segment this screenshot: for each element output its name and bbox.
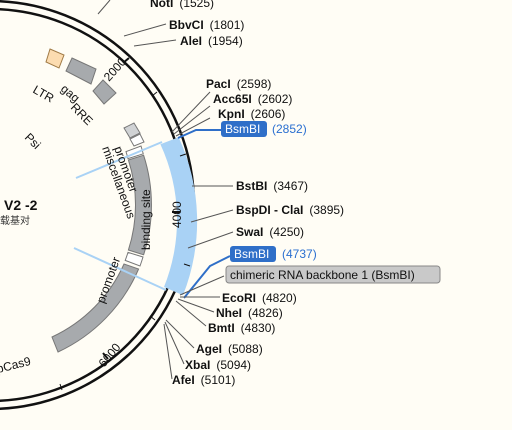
feature-small-marker-2[interactable] bbox=[129, 133, 145, 147]
tick-minor bbox=[179, 153, 187, 157]
connector-line bbox=[175, 300, 207, 327]
tick-mark-2000 bbox=[122, 57, 130, 64]
site-label-kpni[interactable]: KpnI(2606) bbox=[218, 107, 285, 121]
feature-box-label: chimeric RNA backbone 1 (BsmBI) bbox=[230, 268, 415, 282]
site-label-xbai[interactable]: XbaI(5094) bbox=[185, 358, 251, 372]
site-label-swai[interactable]: SwaI(4250) bbox=[236, 225, 304, 239]
tick-mark-6000 bbox=[102, 352, 109, 360]
selected-region-arc[interactable] bbox=[160, 137, 198, 296]
tick-minor bbox=[59, 383, 63, 391]
connector-line bbox=[171, 91, 211, 133]
plasmid-subtitle: 载基对 bbox=[0, 214, 30, 227]
connector-line bbox=[177, 298, 215, 313]
connector-line bbox=[175, 117, 211, 137]
feature-ltr-box[interactable] bbox=[45, 48, 65, 69]
site-label-ecori[interactable]: EcoRI(4820) bbox=[222, 291, 297, 305]
tick-label-4000: 4000 bbox=[170, 201, 184, 228]
site-label-bstbi[interactable]: BstBI(3467) bbox=[236, 179, 308, 193]
connector-line bbox=[123, 23, 167, 37]
feature-promoter-arc[interactable] bbox=[124, 251, 144, 267]
plasmid-title: V2 -2 bbox=[4, 197, 38, 213]
highlight-connector-1 bbox=[177, 129, 222, 139]
highlight-badge-1[interactable] bbox=[221, 121, 267, 137]
site-label-afei[interactable]: AfeI(5101) bbox=[172, 373, 235, 387]
highlight-pos-2: (4737) bbox=[282, 247, 317, 261]
site-label-bmti[interactable]: BmtI(4830) bbox=[208, 321, 275, 335]
feature-label-rre: RRE bbox=[68, 100, 96, 128]
tick-minor bbox=[183, 263, 191, 267]
tick-label-2000: 2000 bbox=[101, 55, 129, 84]
connector-line bbox=[164, 321, 185, 365]
feature-box-chimeric-rna[interactable] bbox=[225, 265, 441, 284]
feature-label-binding-site: binding site bbox=[139, 189, 153, 250]
region-guide-line bbox=[73, 247, 167, 291]
highlight-name-2: BsmBI bbox=[234, 247, 269, 261]
connector-line bbox=[133, 39, 177, 47]
site-label-agei[interactable]: AgeI(5088) bbox=[196, 342, 263, 356]
connector-line bbox=[190, 209, 234, 223]
site-label-noti[interactable]: NotI(1525) bbox=[150, 0, 214, 10]
highlight-badge-2[interactable] bbox=[230, 246, 276, 262]
feature-gag-arrow[interactable] bbox=[65, 57, 97, 85]
highlight-name-1: BsmBI bbox=[225, 122, 260, 136]
connector-line bbox=[165, 319, 195, 349]
connector-line bbox=[179, 275, 225, 296]
connector-line bbox=[187, 231, 234, 249]
site-label-nhei[interactable]: NheI(4826) bbox=[216, 306, 283, 320]
feature-label-psi: Psi bbox=[22, 130, 44, 152]
connector-line bbox=[163, 323, 173, 380]
feature-label-spcas9: SpCas9 bbox=[0, 354, 32, 378]
feature-label-ltr: LTR bbox=[31, 82, 57, 105]
feature-spcas9-arc[interactable] bbox=[51, 263, 140, 353]
feature-binding-site-arc[interactable] bbox=[127, 154, 152, 256]
highlight-pos-1: (2852) bbox=[272, 122, 307, 136]
tick-label-6000: 6000 bbox=[96, 340, 124, 370]
tick-minor bbox=[151, 91, 158, 97]
site-label-bspdi-clai[interactable]: BspDI - ClaI(3895) bbox=[236, 203, 344, 217]
connector-line bbox=[173, 105, 211, 135]
site-label-bbvci[interactable]: BbvCI(1801) bbox=[169, 18, 244, 32]
feature-rre-arrow[interactable] bbox=[92, 79, 117, 105]
site-label-alei[interactable]: AleI(1954) bbox=[180, 34, 243, 48]
site-label-paci[interactable]: PacI(2598) bbox=[206, 77, 271, 91]
site-label-acc65i[interactable]: Acc65I(2602) bbox=[213, 92, 292, 106]
feature-small-marker[interactable] bbox=[123, 122, 141, 139]
region-guide-line bbox=[75, 141, 163, 179]
connector-line bbox=[97, 0, 111, 15]
highlight-connector-2 bbox=[183, 255, 231, 299]
tick-minor bbox=[149, 315, 156, 321]
